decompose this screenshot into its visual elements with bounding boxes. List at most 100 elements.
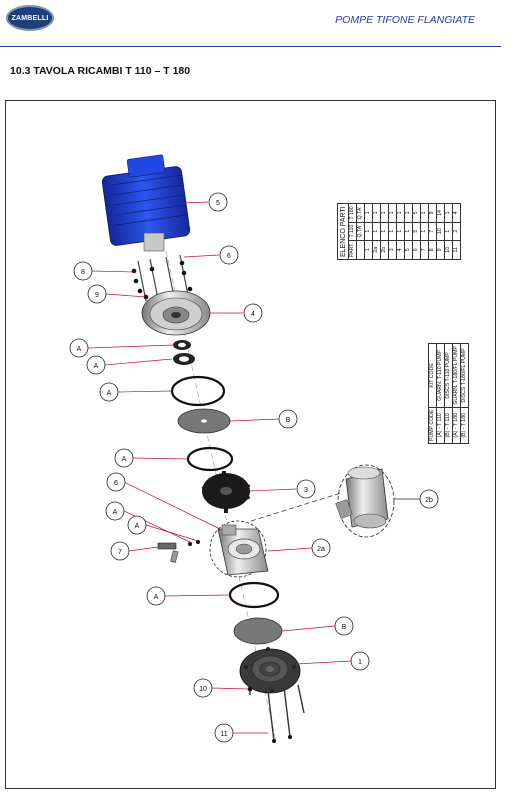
callout-label: A <box>113 509 118 516</box>
motor <box>101 154 191 252</box>
callout-8 <box>73 261 93 281</box>
callout-a-2 <box>86 355 106 375</box>
section-title: 10.3 TAVOLA RICAMBI T 110 – T 180 <box>10 65 191 77</box>
parts-list-table: ELENCO PARTI PART. T 110 T 180 Q.TA' Q.T… <box>337 203 461 260</box>
col-header: T 180 <box>348 203 357 223</box>
seal-rings <box>173 340 195 365</box>
drain-plug <box>157 540 200 563</box>
table-cell: 1 <box>444 222 453 241</box>
leader-lines <box>87 201 352 734</box>
table-cell: 5 <box>404 240 413 260</box>
table-cell: (B) - T 110 <box>444 407 453 444</box>
callout-label: 6 <box>114 480 118 487</box>
callout-b-2 <box>334 616 354 636</box>
col-header: PART. <box>348 240 357 260</box>
table-cell: 6 <box>412 240 421 260</box>
callout-1 <box>350 651 370 671</box>
callout-a-5 <box>105 501 125 521</box>
col-header: KIT CODE <box>428 343 437 408</box>
table-cell: 1 <box>372 222 381 241</box>
table-cell: 5 <box>412 203 421 223</box>
table-cell: GUARN. T-110 PUMP <box>436 343 445 408</box>
table-cell: 1 <box>404 203 413 223</box>
table-cell: 1 <box>364 240 373 260</box>
header-divider <box>0 46 501 47</box>
callout-bubbles <box>69 192 439 743</box>
callout-4 <box>243 303 263 323</box>
impeller <box>201 471 251 513</box>
pump-body <box>209 520 269 578</box>
table-cell: 1 <box>388 203 397 223</box>
callout-label: A <box>107 390 112 397</box>
callout-2a <box>311 538 331 558</box>
callout-label: 5 <box>216 200 220 207</box>
o-ring-upper <box>170 375 226 407</box>
table-cell: 1 <box>420 203 429 223</box>
subcol-header <box>356 240 365 260</box>
table-cell: 2a <box>372 240 381 260</box>
parts-list-title: ELENCO PARTI <box>337 203 349 260</box>
table-cell: (A) - T 110 <box>436 407 445 444</box>
callout-a-3 <box>99 382 119 402</box>
table-cell: 1 <box>396 222 405 241</box>
callout-6-top <box>219 245 239 265</box>
callout-label: A <box>122 456 127 463</box>
subcol-header: Q.TA' <box>356 203 365 223</box>
table-cell: 14 <box>436 203 445 223</box>
callout-a-6 <box>127 515 147 535</box>
table-cell: 9 <box>436 240 445 260</box>
col-header: PUMP CODE <box>428 407 437 444</box>
table-cell: 1 <box>404 222 413 241</box>
o-ring-middle <box>186 446 234 472</box>
callout-a-1 <box>69 338 89 358</box>
zambelli-logo: ZAMBELLI <box>6 5 54 31</box>
table-cell: 5 <box>412 222 421 241</box>
table-cell: 1 <box>396 203 405 223</box>
callout-label: 1 <box>358 659 362 666</box>
table-cell: 8 <box>428 240 437 260</box>
table-cell: 1 <box>388 222 397 241</box>
callout-3 <box>296 479 316 499</box>
port-detail <box>335 464 395 538</box>
subcol-header: Q.TA' <box>356 222 365 241</box>
callout-label: A <box>135 523 140 530</box>
callout-9 <box>87 284 107 304</box>
callout-label: B <box>286 417 291 424</box>
table-cell: (A) - T 180 <box>452 407 461 444</box>
table-cell: 11 <box>452 240 461 260</box>
o-ring-lower <box>228 581 280 609</box>
callout-label: 4 <box>251 311 255 318</box>
callout-10 <box>193 678 213 698</box>
header-title: POMPE TIFONE FLANGIATE <box>335 14 475 26</box>
col-header: T 110 <box>348 222 357 241</box>
callout-label: 3 <box>304 487 308 494</box>
callout-label: A <box>94 363 99 370</box>
table-cell: 1 <box>380 203 389 223</box>
table-cell: 10 <box>444 240 453 260</box>
bracket-flange <box>141 290 211 336</box>
table-cell: (B) - T 180 <box>460 407 469 444</box>
pump-cover <box>239 647 301 694</box>
callout-label: 2a <box>317 546 325 553</box>
callout-label: 6 <box>227 253 231 260</box>
wear-plate-lower <box>233 617 283 645</box>
callout-a-7 <box>146 586 166 606</box>
callout-label: 9 <box>95 292 99 299</box>
table-cell: DISCS T-110 PUMP <box>444 343 453 408</box>
table-cell: 9 <box>428 203 437 223</box>
callout-5 <box>208 192 228 212</box>
table-cell: 1 <box>364 222 373 241</box>
table-cell: 2b <box>380 240 389 260</box>
